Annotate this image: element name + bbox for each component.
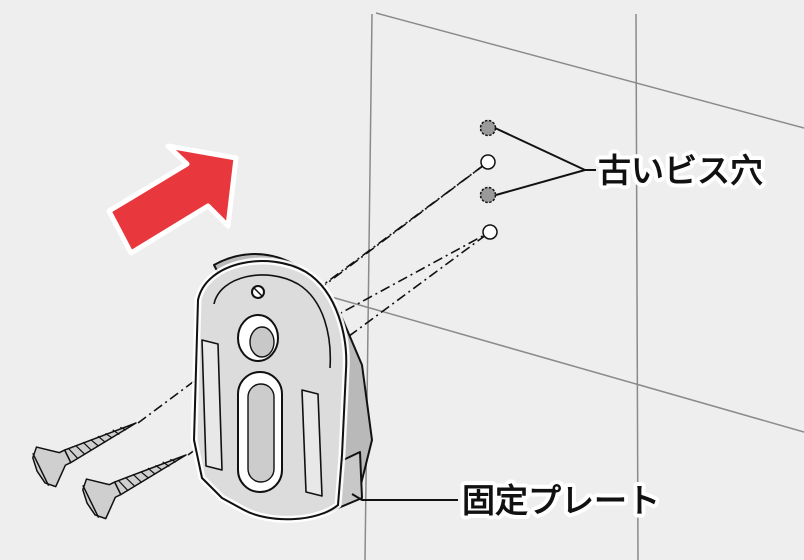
- screw-hole: [480, 154, 496, 170]
- screw-icon: [32, 422, 137, 488]
- wall-lines: [327, 12, 804, 560]
- old-screw-holes-label: 古いビス穴: [598, 151, 763, 190]
- old-screw-holes: [479, 119, 498, 240]
- arrow-up-right-icon: [106, 143, 239, 256]
- old-screw-hole: [479, 186, 497, 204]
- fixing-plate-label: 固定プレート: [462, 481, 660, 520]
- leader-lines: [351, 127, 596, 501]
- fixing-plate-illustration: [190, 253, 373, 523]
- screw-icon: [82, 454, 187, 520]
- screw-hole: [482, 224, 498, 240]
- old-screw-hole: [479, 119, 497, 137]
